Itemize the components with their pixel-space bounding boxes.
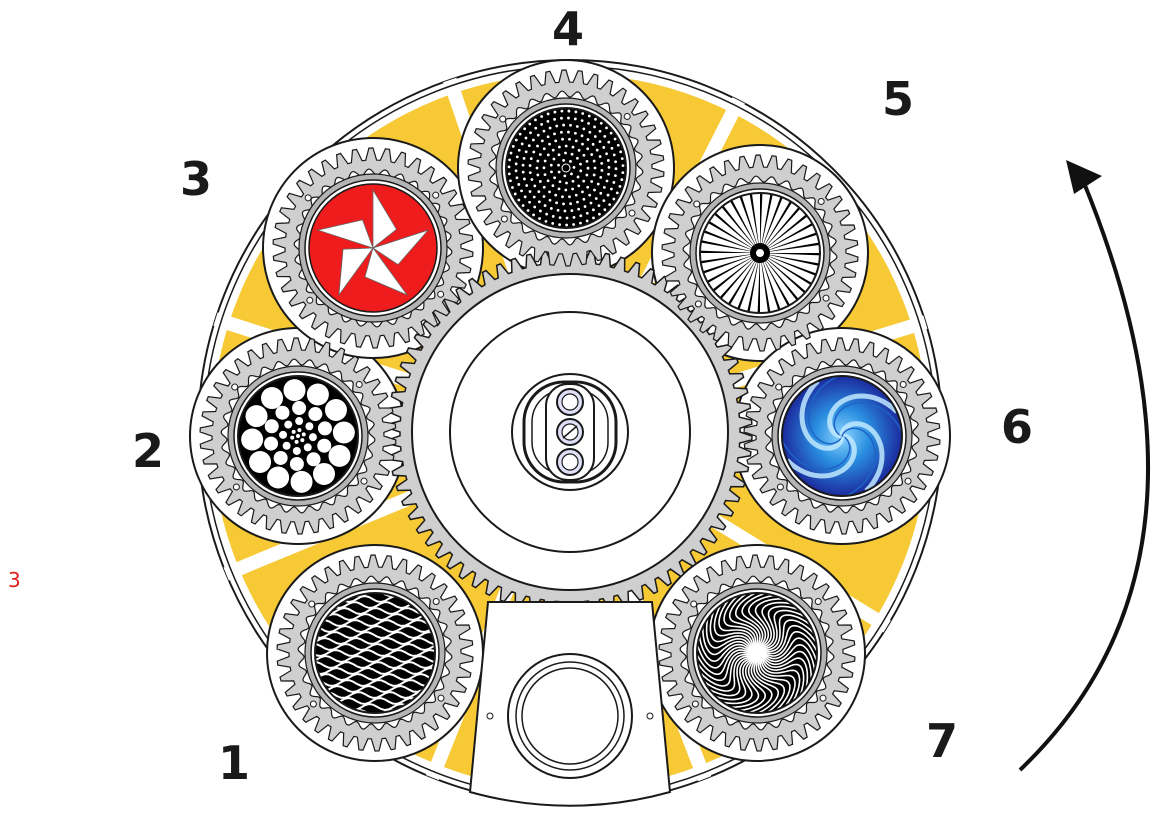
rotation-arrow xyxy=(1020,160,1148,770)
slot-number-3: 3 xyxy=(180,156,212,202)
center-hub xyxy=(512,374,628,490)
slot-number-5: 5 xyxy=(882,76,914,122)
slot-number-4: 4 xyxy=(552,6,584,52)
slot-number-2: 2 xyxy=(132,428,164,474)
slot-number-6: 6 xyxy=(1001,404,1033,450)
slot-number-7: 7 xyxy=(926,718,958,764)
open-slot xyxy=(470,602,670,806)
side-note: 3 xyxy=(8,570,21,590)
gobo-pattern-pinwheel xyxy=(309,184,437,312)
arrow-head xyxy=(1066,160,1102,194)
slot-number-1: 1 xyxy=(218,740,250,786)
